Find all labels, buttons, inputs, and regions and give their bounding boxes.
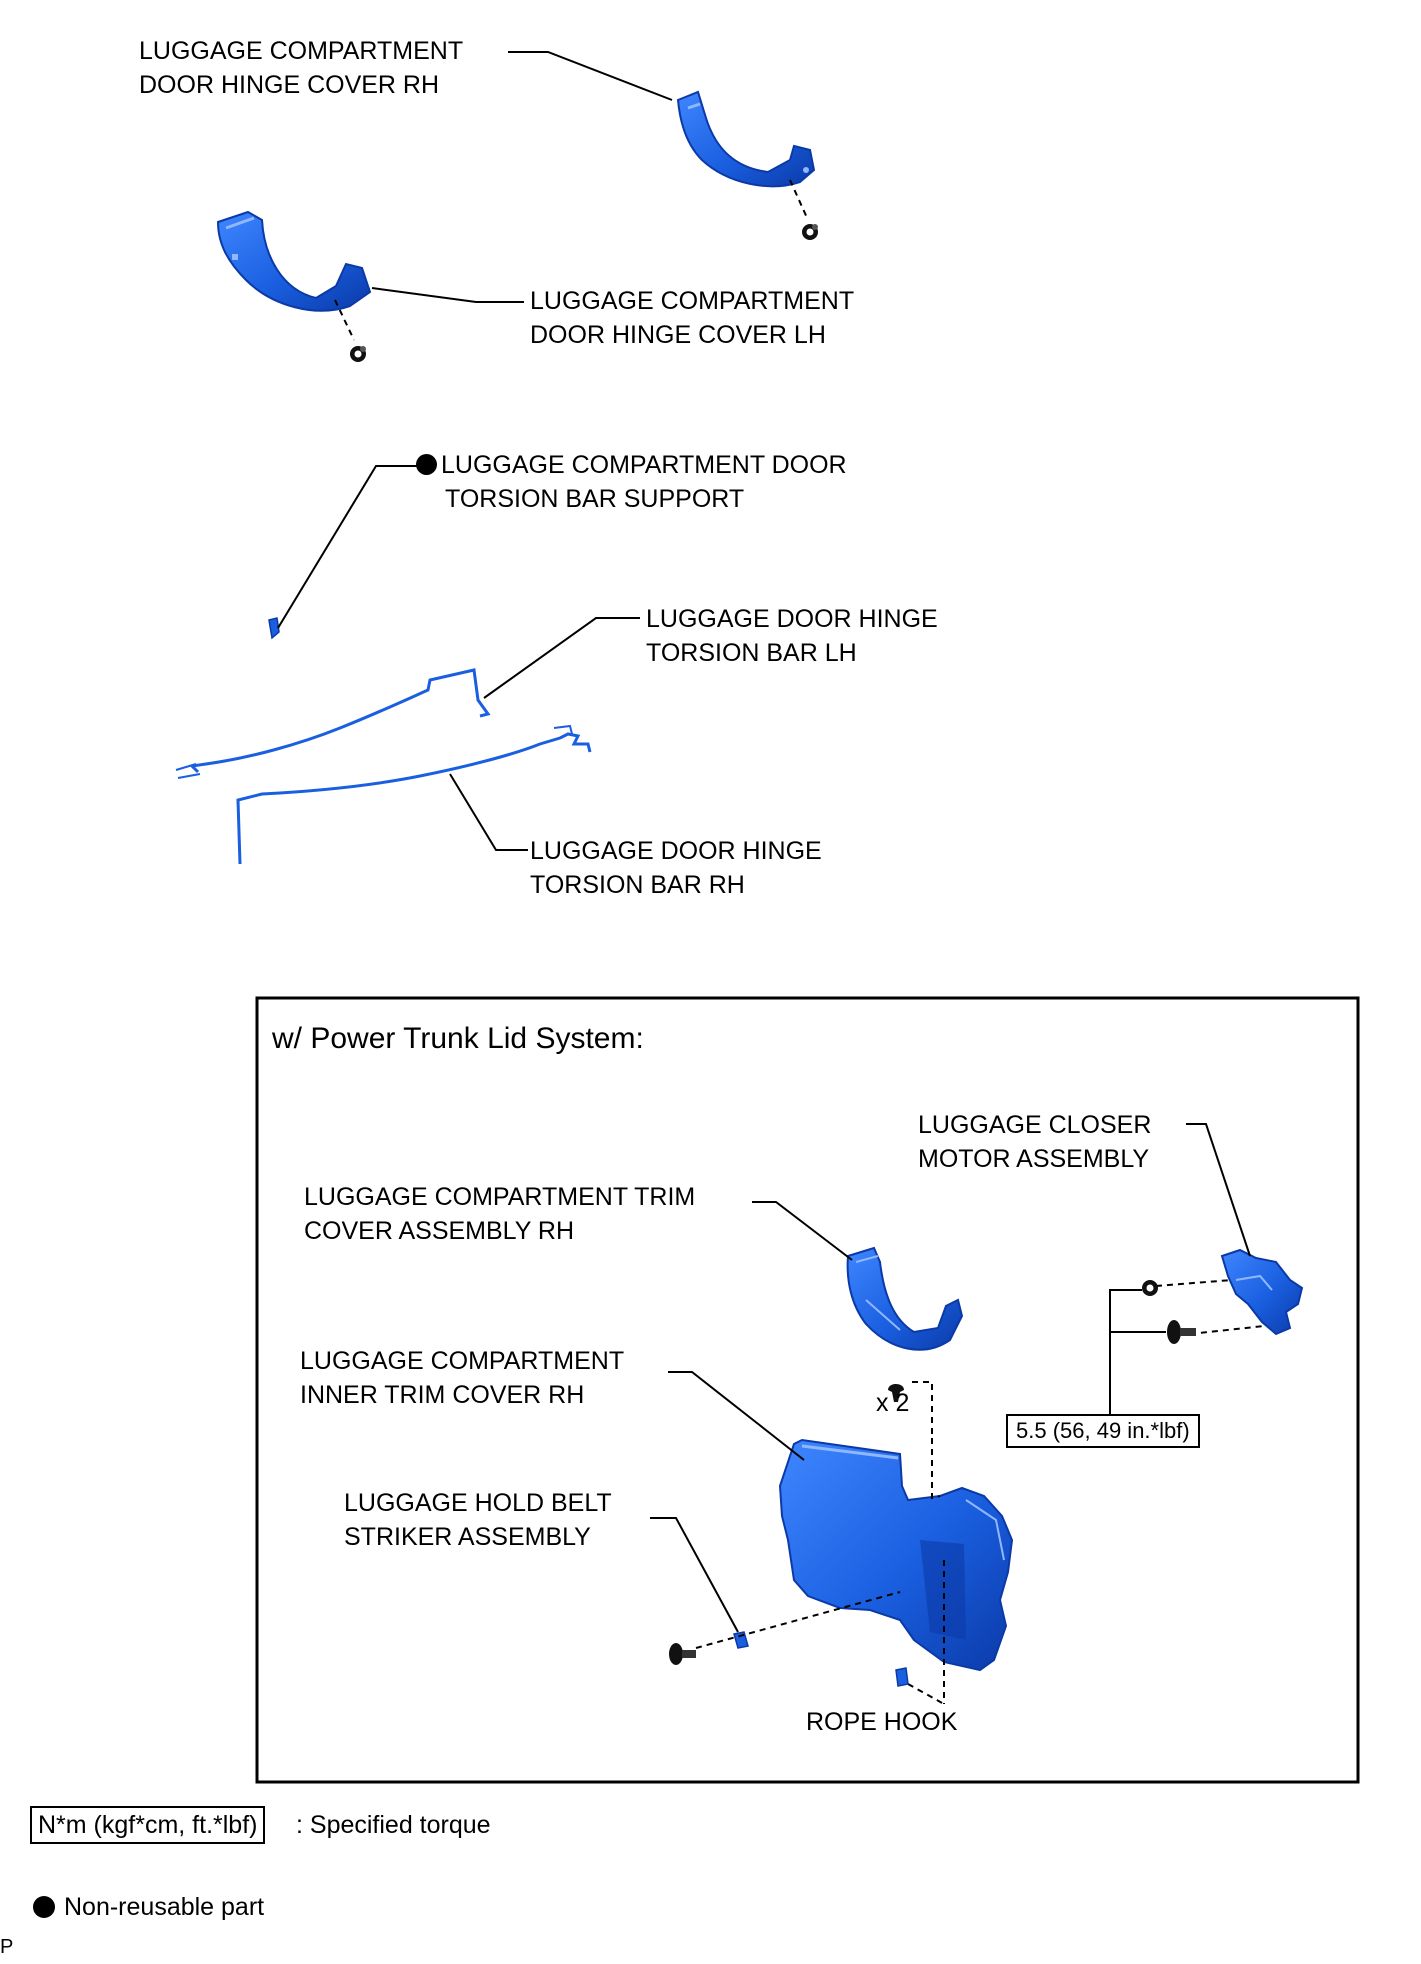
hinge-cover-lh-bolt-line <box>334 299 355 341</box>
hinge-cover-lh-part <box>216 210 372 312</box>
hinge-cover-rh-leader <box>508 51 673 101</box>
non-reusable-dot-icon <box>416 454 437 475</box>
closer-motor-torque-bracket <box>1109 1289 1166 1333</box>
label-inner-trim-cover-rh-line2: INNER TRIM COVER RH <box>300 1381 585 1409</box>
inner-trim-rope-hook-line-2 <box>907 1683 945 1705</box>
label-torsion-bar-lh-line2: TORSION BAR LH <box>646 639 857 667</box>
label-hinge-cover-rh: LUGGAGE COMPARTMENT DOOR HINGE COVER RH <box>139 34 463 102</box>
inner-trim-clip-icon <box>888 1384 904 1402</box>
label-hinge-cover-rh-line2: DOOR HINGE COVER RH <box>139 71 440 99</box>
torsion-bar-lh-end <box>175 763 201 779</box>
torsion-bar-rh-end <box>553 724 573 735</box>
label-rope-hook: ROPE HOOK <box>806 1708 958 1736</box>
torsion-bar-rh-leader <box>449 773 528 851</box>
power-trunk-title: w/ Power Trunk Lid System: <box>272 1022 644 1055</box>
legend-non-reusable-text: Non-reusable part <box>64 1893 265 1921</box>
torque-spec-box: 5.5 (56, 49 in.*lbf) <box>1006 1414 1200 1448</box>
hold-belt-striker-bolt-line <box>695 1591 901 1649</box>
label-torsion-bar-rh-line1: LUGGAGE DOOR HINGE <box>530 837 822 865</box>
label-closer-motor: LUGGAGE CLOSER MOTOR ASSEMBLY <box>918 1108 1151 1176</box>
torsion-bar-support-leader <box>277 465 418 629</box>
label-torsion-bar-support-line1: LUGGAGE COMPARTMENT DOOR <box>416 448 847 482</box>
closer-motor-leader <box>1186 1123 1251 1257</box>
hinge-cover-lh-nut-icon <box>350 346 366 362</box>
label-torsion-bar-lh-line1: LUGGAGE DOOR HINGE <box>646 605 938 633</box>
label-torsion-bar-support-text1: LUGGAGE COMPARTMENT DOOR <box>441 451 847 479</box>
inner-trim-clip-line-2 <box>931 1438 941 1500</box>
torsion-bar-rh-part <box>236 732 592 865</box>
label-inner-trim-cover-rh-line1: LUGGAGE COMPARTMENT <box>300 1347 625 1375</box>
label-trim-cover-rh-line1: LUGGAGE COMPARTMENT TRIM <box>304 1183 696 1211</box>
label-hold-belt-striker: LUGGAGE HOLD BELT STRIKER ASSEMBLY <box>344 1486 612 1554</box>
label-trim-cover-rh-line2: COVER ASSEMBLY RH <box>304 1217 574 1245</box>
label-hinge-cover-lh-line1: LUGGAGE COMPARTMENT <box>530 287 855 315</box>
rope-hook-part <box>895 1667 909 1687</box>
inner-trim-clip-line <box>912 1381 933 1438</box>
torsion-bar-lh-leader <box>483 617 640 699</box>
label-torsion-bar-support: LUGGAGE COMPARTMENT DOOR TORSION BAR SUP… <box>416 448 847 516</box>
hold-belt-striker-leader <box>650 1517 739 1633</box>
hinge-cover-rh-part <box>676 90 816 188</box>
label-torsion-bar-rh: LUGGAGE DOOR HINGE TORSION BAR RH <box>530 834 822 902</box>
label-hinge-cover-lh: LUGGAGE COMPARTMENT DOOR HINGE COVER LH <box>530 284 854 352</box>
label-closer-motor-line2: MOTOR ASSEMBLY <box>918 1145 1150 1173</box>
label-hold-belt-striker-line1: LUGGAGE HOLD BELT <box>344 1489 612 1517</box>
label-torsion-bar-support-line2: TORSION BAR SUPPORT <box>445 485 745 513</box>
label-trim-cover-rh: LUGGAGE COMPARTMENT TRIM COVER ASSEMBLY … <box>304 1180 695 1248</box>
label-inner-trim-cover-rh: LUGGAGE COMPARTMENT INNER TRIM COVER RH <box>300 1344 624 1412</box>
hinge-cover-lh-leader <box>371 287 524 303</box>
closer-motor-nut-line <box>1155 1279 1233 1287</box>
legend-torque-unit-box: N*m (kgf*cm, ft.*lbf) <box>30 1806 266 1844</box>
closer-motor-bolt-line <box>1189 1325 1265 1335</box>
legend-torque-text: : Specified torque <box>296 1811 491 1839</box>
trim-cover-rh-leader <box>752 1201 853 1261</box>
label-closer-motor-line1: LUGGAGE CLOSER <box>918 1111 1152 1139</box>
inner-trim-cover-rh-part <box>778 1438 1014 1672</box>
label-hinge-cover-lh-line2: DOOR HINGE COVER LH <box>530 321 826 349</box>
closer-motor-part <box>1220 1248 1304 1336</box>
inner-trim-cover-rh-leader <box>668 1371 805 1461</box>
trim-cover-rh-part <box>846 1246 964 1351</box>
power-trunk-frame <box>255 996 1360 1784</box>
label-torsion-bar-rh-line2: TORSION BAR RH <box>530 871 745 899</box>
corner-mark: P <box>0 1936 14 1958</box>
torsion-bar-lh-part <box>188 668 491 774</box>
label-torsion-bar-lh: LUGGAGE DOOR HINGE TORSION BAR LH <box>646 602 938 670</box>
label-hinge-cover-rh-line1: LUGGAGE COMPARTMENT <box>139 37 464 65</box>
hold-belt-striker-part <box>733 1631 749 1649</box>
hold-belt-striker-bolt-icon <box>669 1643 696 1665</box>
hinge-cover-rh-bolt-line <box>789 179 809 221</box>
hinge-cover-rh-nut-icon <box>802 224 818 240</box>
label-hold-belt-striker-line2: STRIKER ASSEMBLY <box>344 1523 591 1551</box>
closer-motor-bolt-icon <box>1167 1320 1196 1344</box>
closer-motor-nut-icon <box>1142 1280 1158 1296</box>
torsion-bar-support-part <box>268 617 280 640</box>
clip-quantity: x 2 <box>876 1389 910 1417</box>
legend-non-reusable-dot-icon <box>33 1896 55 1918</box>
